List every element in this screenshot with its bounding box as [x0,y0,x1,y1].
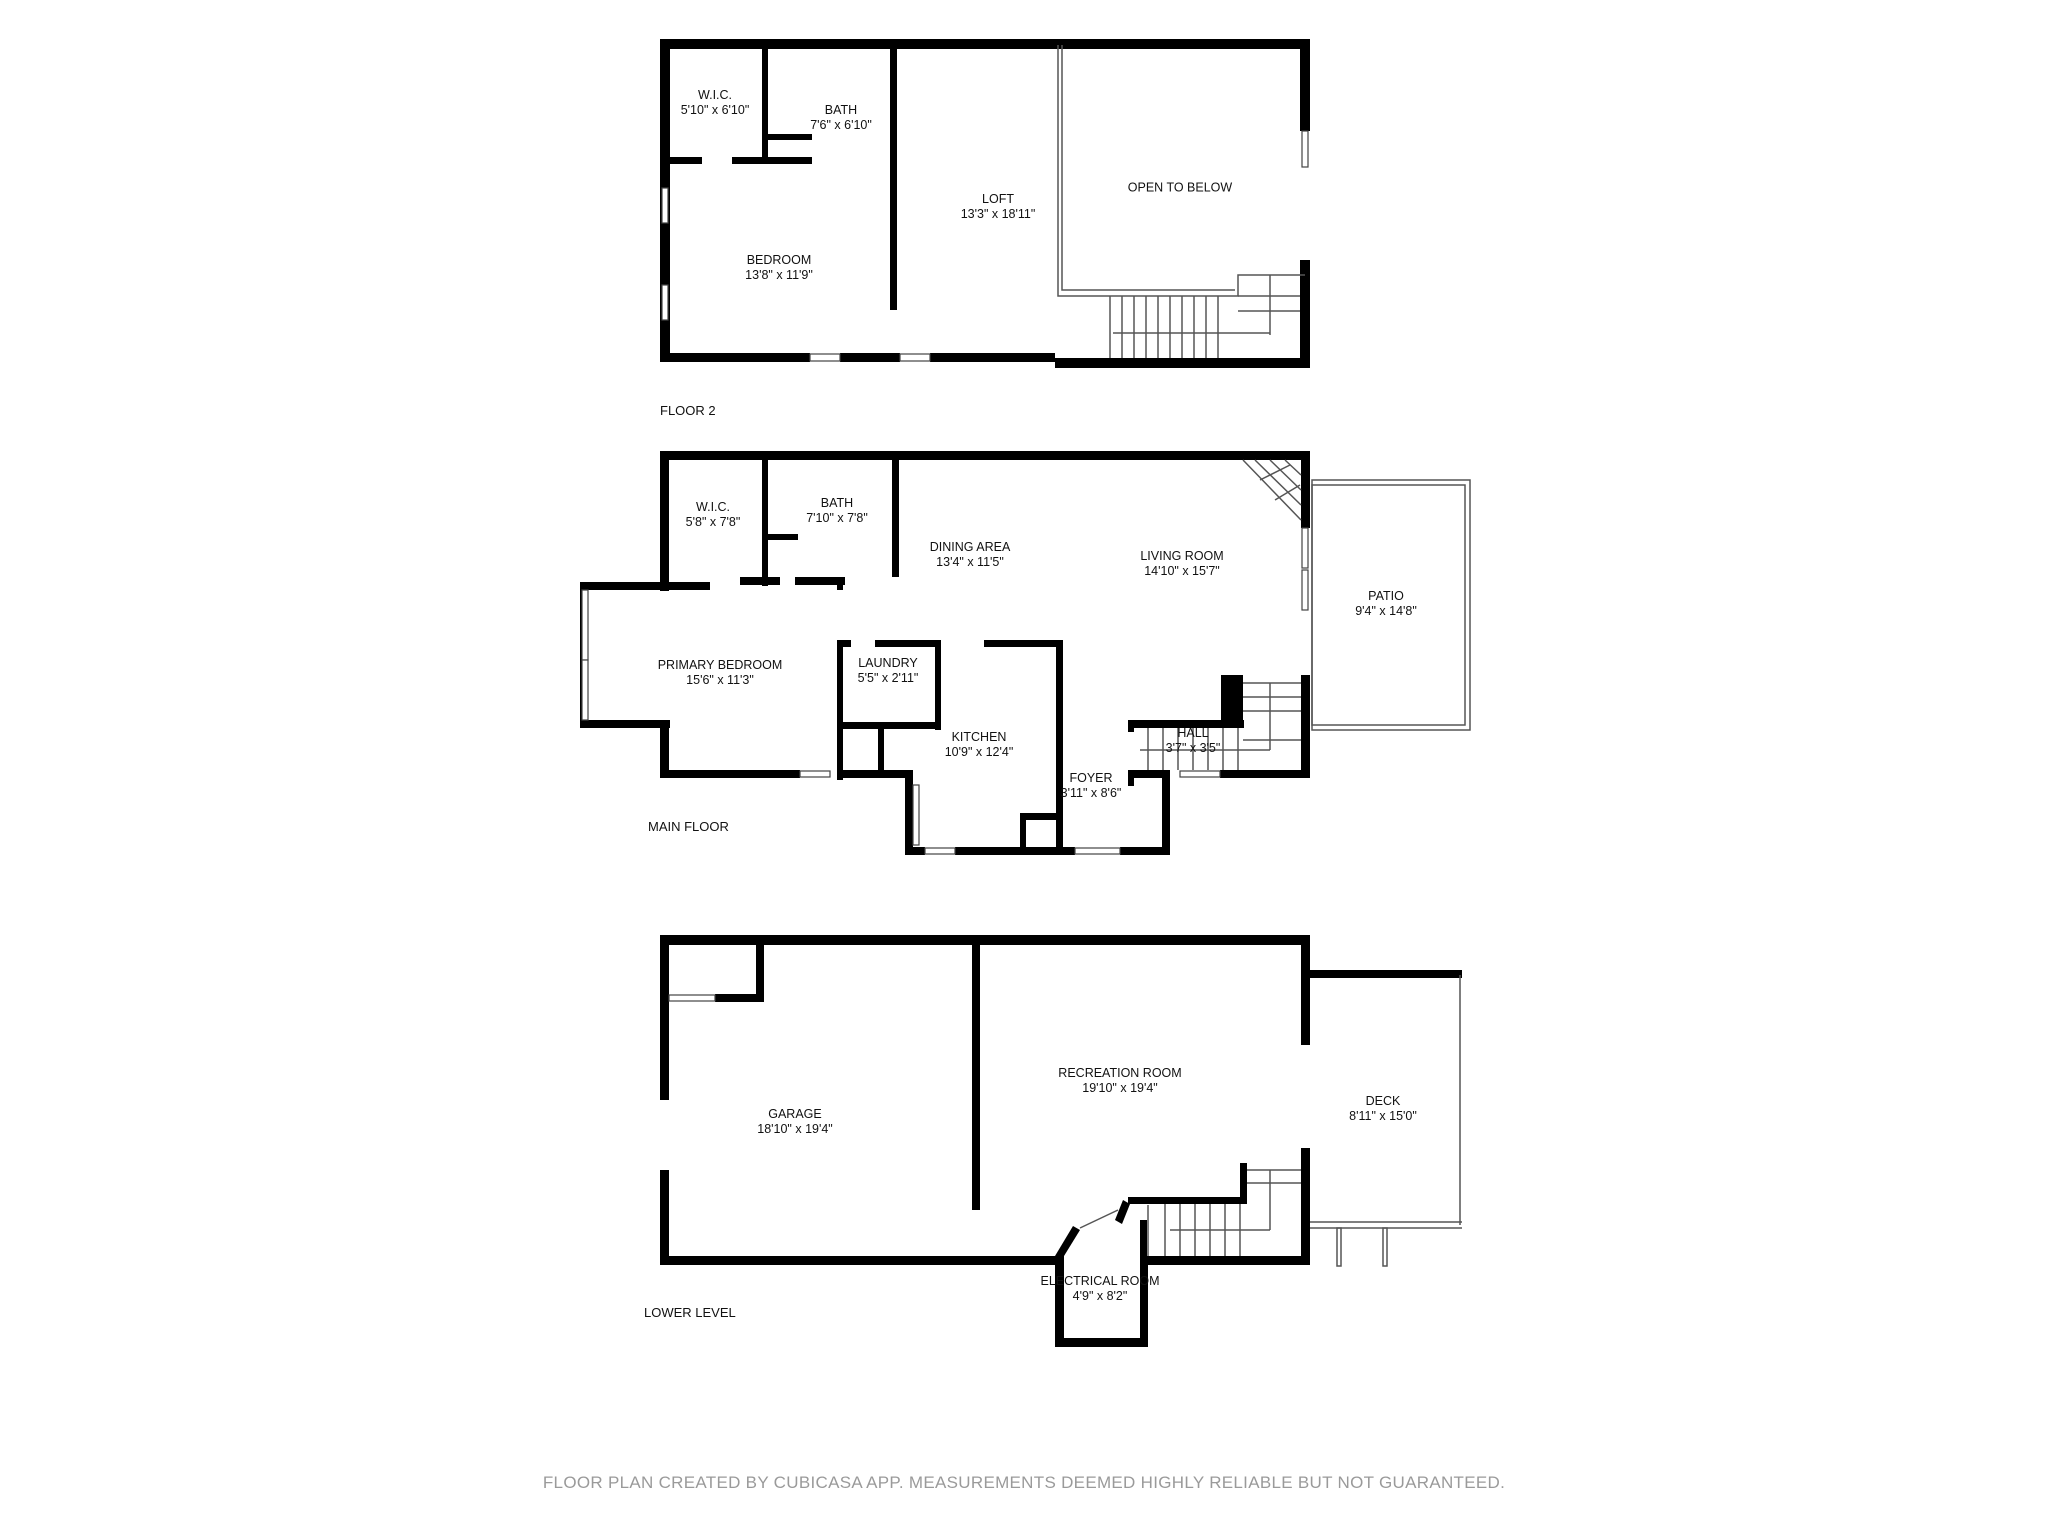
room-dims: 14'10" x 15'7" [1144,564,1220,578]
room-dims: 8'11" x 15'0" [1349,1109,1417,1123]
room-name: DINING AREA [929,540,1011,554]
lower-openings [668,975,1462,1267]
room-floor2-bath: BATH 7'6" x 6'10" [810,103,872,133]
room-name: W.I.C. [697,88,733,102]
room-loft: LOFT 13'3" x 18'11" [961,192,1036,222]
room-name: FOYER [1069,771,1113,785]
room-dims: 7'6" x 6'10" [810,118,872,132]
room-primary-bedroom: PRIMARY BEDROOM 15'6" x 11'3" [658,658,783,688]
room-dims: 13'8" x 11'9" [745,268,813,282]
room-name: OPEN TO BELOW [1127,180,1233,195]
floor2-openings [661,45,1309,362]
room-dims: 5'5" x 2'11" [857,671,919,685]
room-dims: 5'8" x 7'8" [685,515,741,529]
room-hall: HALL 3'7" x 3'5" [1166,726,1221,756]
room-name: KITCHEN [951,730,1007,744]
disclaimer-footer: FLOOR PLAN CREATED BY CUBICASA APP. MEAS… [542,1473,1506,1492]
room-deck: DECK 8'11" x 15'0" [1349,1094,1417,1124]
room-dims: 13'4" x 11'5" [936,555,1004,569]
room-name: HALL [1177,726,1209,740]
room-recreation-room: RECREATION ROOM 19'10" x 19'4" [1058,1066,1181,1096]
room-name: RECREATION ROOM [1058,1066,1182,1080]
lower-walls [660,935,1462,1347]
room-foyer: FOYER 3'11" x 8'6" [1061,771,1122,801]
room-floor2-wic: W.I.C. 5'10" x 6'10" [681,88,750,118]
floor-label-lower: LOWER LEVEL [644,1305,736,1320]
floor-label-floor2: FLOOR 2 [660,403,716,418]
room-kitchen: KITCHEN 10'9" x 12'4" [945,730,1014,760]
room-dims: 3'7" x 3'5" [1165,741,1221,755]
room-name: BEDROOM [746,253,812,267]
room-open-to-below: OPEN TO BELOW [1128,181,1232,196]
room-name: BATH [820,496,854,510]
room-dims: 15'6" x 11'3" [686,673,754,687]
room-name: LAUNDRY [858,656,918,670]
room-patio: PATIO 9'4" x 14'8" [1355,589,1417,619]
room-name: BATH [824,103,858,117]
room-dims: 10'9" x 12'4" [944,745,1014,759]
room-electrical-room: ELECTRICAL ROOM 4'9" x 8'2" [1040,1274,1159,1304]
room-floor2-bedroom: BEDROOM 13'8" x 11'9" [745,253,813,283]
room-name: GARAGE [768,1107,822,1121]
room-living-room: LIVING ROOM 14'10" x 15'7" [1140,549,1223,579]
room-garage: GARAGE 18'10" x 19'4" [757,1107,833,1137]
room-name: PRIMARY BEDROOM [657,658,783,672]
room-dims: 3'11" x 8'6" [1060,786,1122,800]
room-dims: 7'10" x 7'8" [806,511,868,525]
room-laundry: LAUNDRY 5'5" x 2'11" [858,656,919,686]
room-name: ELECTRICAL ROOM [1040,1274,1160,1288]
room-name: LOFT [982,192,1014,206]
room-dims: 13'3" x 18'11" [960,207,1036,221]
room-name: LIVING ROOM [1140,549,1224,563]
room-dining-area: DINING AREA 13'4" x 11'5" [930,540,1011,570]
room-dims: 5'10" x 6'10" [680,103,750,117]
room-main-wic: W.I.C. 5'8" x 7'8" [686,500,741,530]
room-dims: 18'10" x 19'4" [757,1122,833,1136]
floor-label-main: MAIN FLOOR [648,819,729,834]
room-main-bath: BATH 7'10" x 7'8" [806,496,868,526]
room-name: DECK [1365,1094,1401,1108]
room-name: W.I.C. [695,500,731,514]
room-dims: 19'10" x 19'4" [1082,1081,1158,1095]
room-dims: 9'4" x 14'8" [1355,604,1417,618]
room-dims: 4'9" x 8'2" [1072,1289,1128,1303]
main-openings [581,459,1471,855]
room-name: PATIO [1368,589,1404,603]
